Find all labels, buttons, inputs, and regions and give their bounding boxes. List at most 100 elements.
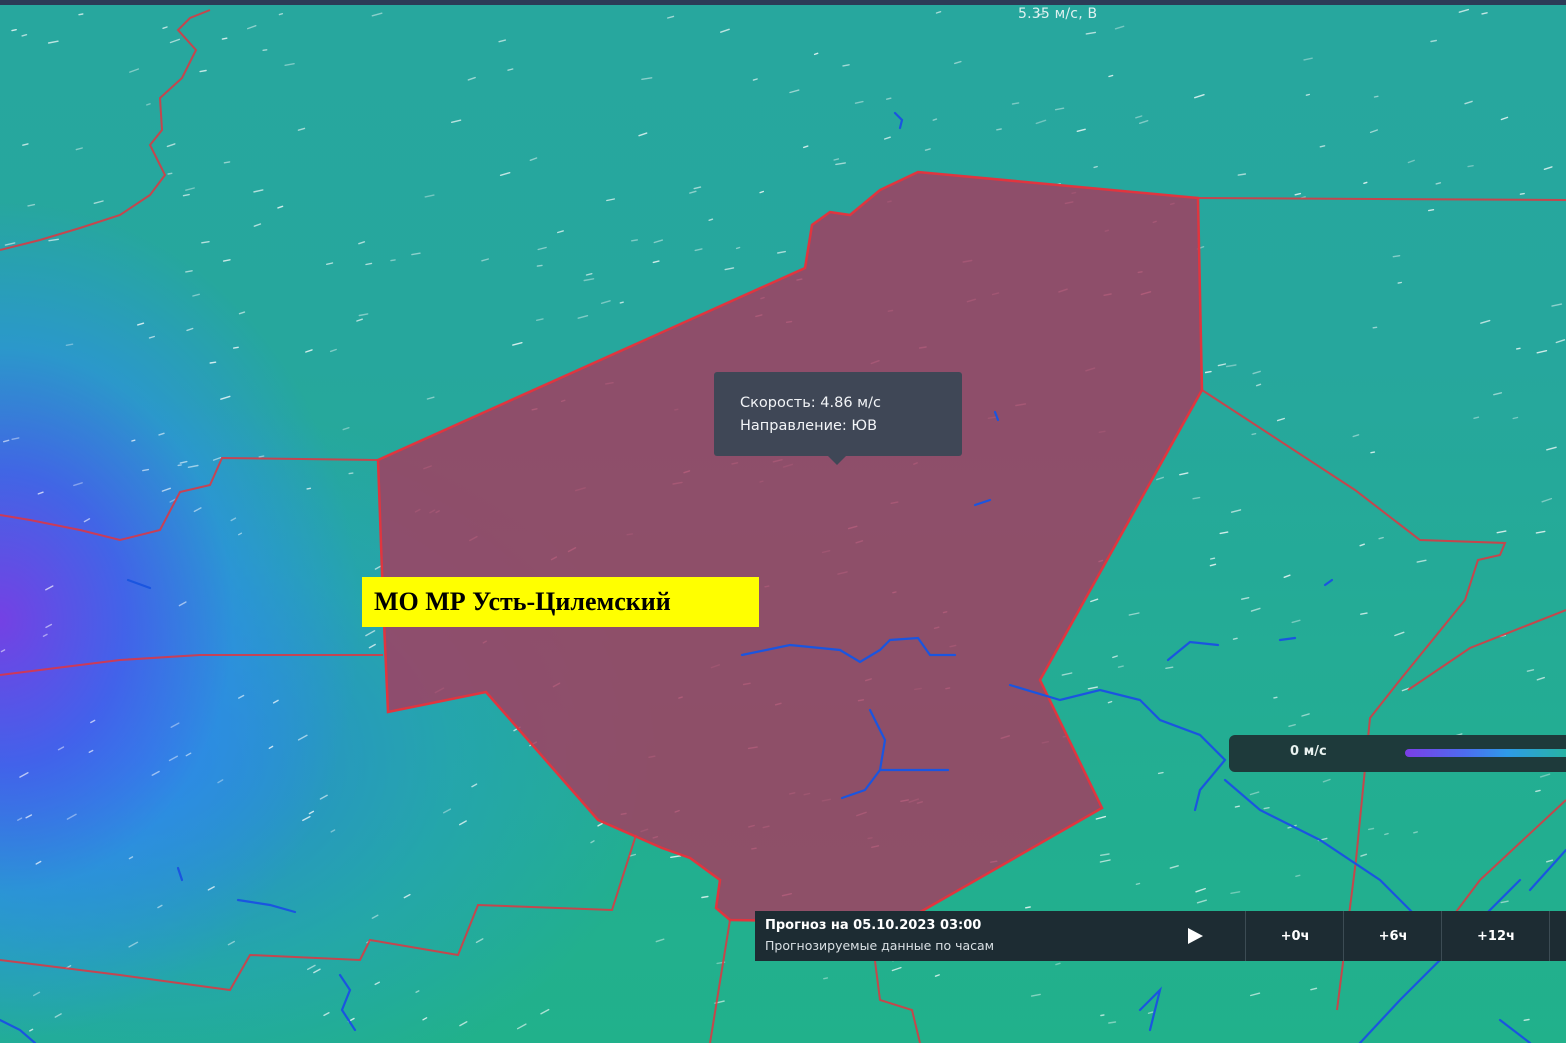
wind-particle (1054, 107, 1065, 111)
wind-particle (358, 241, 366, 245)
wind-particle (221, 37, 228, 40)
wind-particle (323, 1012, 330, 1017)
wind-particle (305, 349, 313, 353)
forecast-subtitle: Прогнозируемые данные по часам (765, 938, 995, 953)
wind-particle (237, 694, 245, 699)
wind-particle (1076, 128, 1086, 133)
river (1358, 878, 1522, 1043)
wind-particle (368, 643, 376, 649)
wind-particle (209, 361, 217, 364)
wind-particle (694, 248, 703, 252)
wind-particle (1397, 281, 1403, 284)
wind-particle (297, 127, 306, 131)
wind-particle (1370, 451, 1376, 454)
forecast-title: Прогноз на 05.10.2023 03:00 (765, 918, 982, 933)
wind-particle (1473, 416, 1480, 419)
wind-particle (1283, 574, 1291, 578)
wind-particle (329, 348, 337, 353)
wind-particle (1230, 891, 1241, 894)
wind-particle (1430, 39, 1438, 43)
wind-particle (73, 482, 83, 487)
wind-particle (166, 143, 176, 148)
wind-particle (1546, 446, 1557, 451)
wind-particle (185, 187, 195, 191)
wind-particle (142, 468, 150, 472)
wind-particle (720, 28, 730, 33)
wind-particle (1394, 631, 1405, 637)
wind-particle (1209, 563, 1217, 567)
river (1008, 683, 1227, 812)
wind-particle (1179, 472, 1189, 476)
wind-particle (759, 190, 764, 194)
wind-particle (185, 752, 192, 757)
wind-particle (701, 895, 709, 899)
district-border (1407, 609, 1566, 691)
wind-particle (1536, 676, 1546, 681)
wind-particle (1480, 319, 1491, 324)
wind-particle (167, 172, 173, 175)
wind-particle (1407, 159, 1415, 164)
district-border (0, 456, 379, 542)
wind-particle (833, 158, 840, 161)
wind-particle (158, 432, 165, 436)
wind-particle (1373, 95, 1379, 98)
river (1323, 578, 1334, 587)
wind-particle (1192, 496, 1201, 500)
wind-particle (319, 794, 328, 800)
wind-particle (182, 193, 190, 197)
wind-particle (1295, 874, 1301, 877)
wind-particle (390, 259, 396, 262)
wind-particle (358, 313, 369, 317)
wind-particle (136, 322, 145, 326)
wind-particle (1301, 713, 1310, 717)
wind-particle (1090, 598, 1099, 603)
wind-particle (1539, 773, 1551, 778)
river (1166, 640, 1220, 662)
wind-particle (803, 145, 809, 149)
wind-particle (1112, 655, 1118, 659)
step-plus6-button[interactable]: +6ч (1343, 911, 1442, 961)
wind-particle (475, 938, 484, 944)
play-button[interactable] (1145, 911, 1245, 961)
wind-particle (459, 1021, 468, 1027)
wind-particle (1360, 853, 1368, 857)
wind-particle (128, 941, 139, 948)
wind-particle (145, 103, 151, 106)
wind-particle (199, 69, 207, 73)
district-border (709, 919, 731, 1043)
top-bar (0, 0, 1566, 5)
wind-particle (996, 128, 1002, 131)
wind-particle (537, 246, 547, 251)
district-name-label: МО МР Усть-Цилемский (362, 577, 759, 627)
wind-particle (1135, 115, 1143, 119)
wind-particle (4, 242, 16, 246)
wind-particle (1061, 672, 1073, 676)
wind-particle (374, 981, 380, 986)
wind-particle (222, 259, 231, 262)
wind-particle (516, 1023, 527, 1030)
step-plus12-button[interactable]: +12ч (1441, 911, 1550, 961)
wind-particle (268, 745, 274, 749)
wind-particle (1464, 100, 1473, 105)
wind-particle (1217, 363, 1227, 367)
river (993, 410, 1000, 422)
wind-particle (886, 97, 892, 100)
wind-particle (1515, 347, 1521, 350)
wind-particle (11, 437, 20, 440)
wind-particle (237, 532, 243, 536)
wind-particle (17, 817, 23, 821)
wind-particle (129, 68, 140, 73)
wind-particle (1363, 181, 1368, 185)
step-next-button[interactable] (1549, 911, 1566, 961)
wind-particle (66, 813, 77, 820)
wind-particle (88, 749, 94, 753)
forecast-panel: Прогноз на 05.10.2023 03:00 Прогнозируем… (755, 911, 1566, 961)
wind-particle (306, 487, 312, 490)
step-plus0-button[interactable]: +0ч (1245, 911, 1344, 961)
wind-particle (253, 223, 262, 227)
wind-particle (652, 260, 660, 264)
wind-particle (1128, 612, 1140, 616)
wind-particle (752, 78, 758, 81)
